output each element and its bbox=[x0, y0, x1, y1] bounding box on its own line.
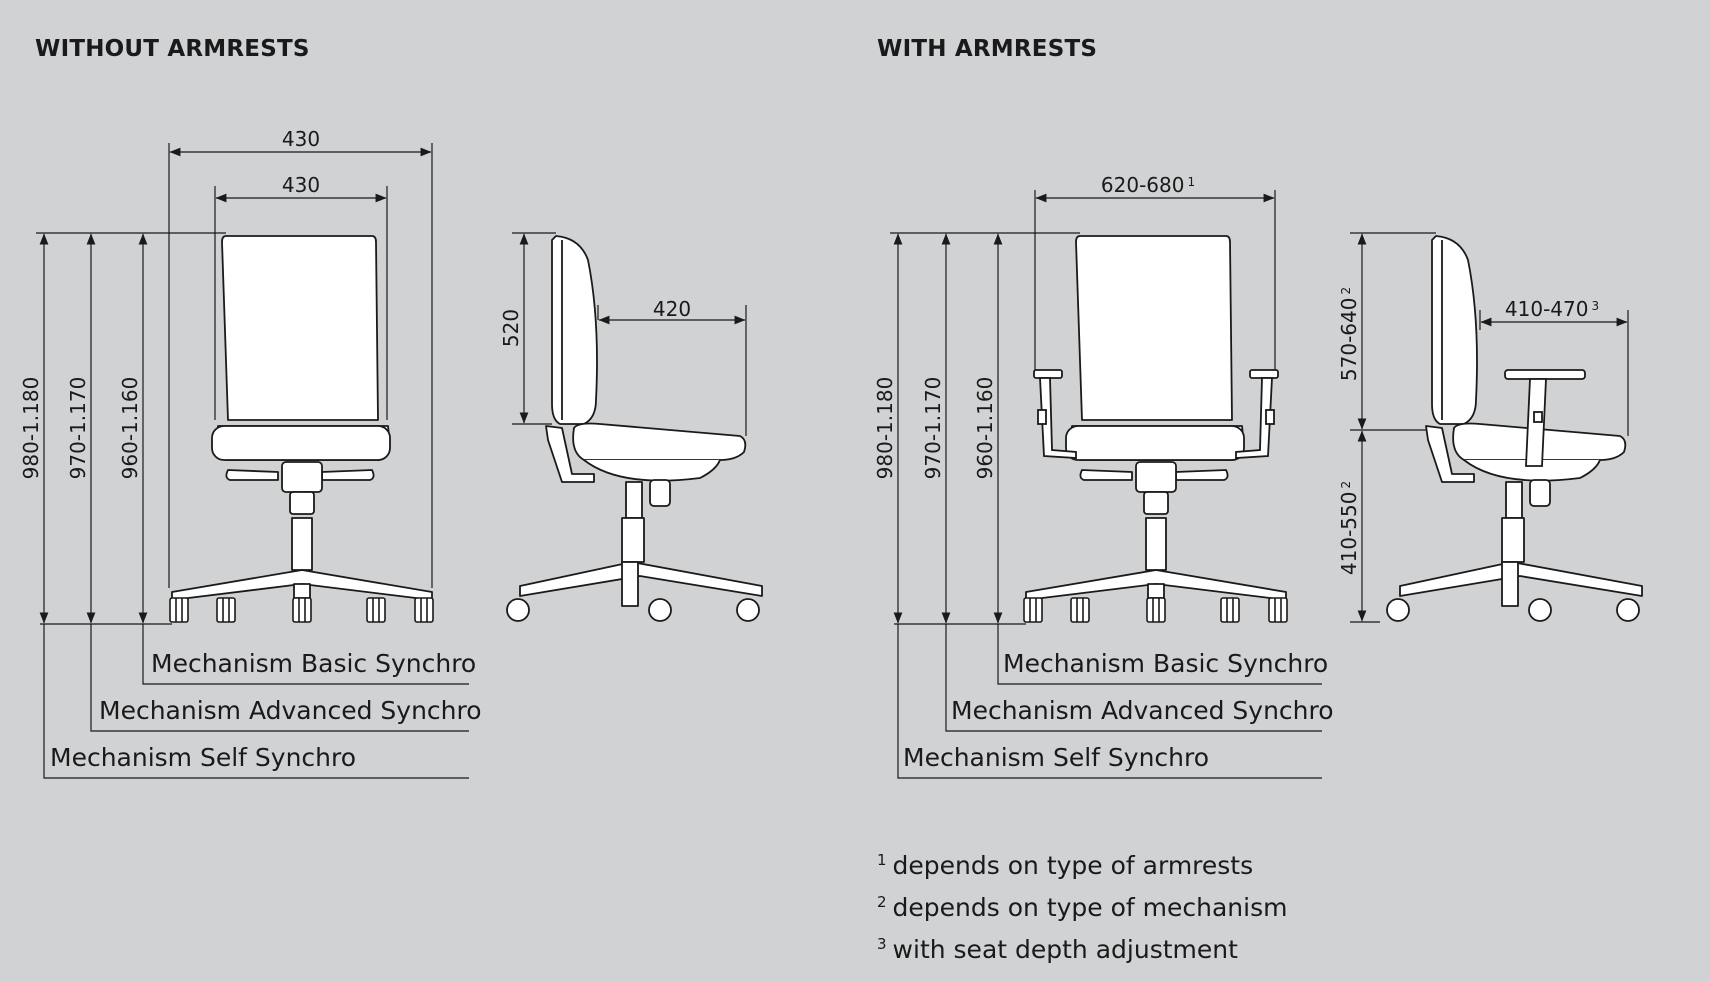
side-view-with-armrests bbox=[1386, 235, 1643, 622]
back-height-label: 520 bbox=[499, 309, 523, 347]
mechanism-self-label-arms: Mechanism Self Synchro bbox=[903, 743, 1209, 772]
front-view-without-armrests bbox=[169, 235, 434, 623]
mechanism-basic-label-arms: Mechanism Basic Synchro bbox=[1003, 649, 1328, 678]
back-height-label-arms: 570-6402 bbox=[1337, 287, 1361, 381]
height-basic-synchro-label-arms: 960-1.160 bbox=[973, 377, 997, 480]
width-inner-label: 430 bbox=[282, 173, 320, 197]
dimension-lines-left bbox=[36, 143, 747, 779]
side-view-without-armrests bbox=[506, 235, 763, 622]
seat-depth-label: 420 bbox=[653, 297, 691, 321]
armrest-side bbox=[1504, 369, 1586, 467]
heading-without-armrests: WITHOUT ARMRESTS bbox=[35, 36, 310, 62]
height-basic-synchro-label: 960-1.160 bbox=[118, 377, 142, 480]
height-self-synchro-label: 980-1.180 bbox=[19, 377, 43, 480]
width-outer-label: 430 bbox=[282, 127, 320, 151]
heading-with-armrests: WITH ARMRESTS bbox=[877, 36, 1098, 62]
height-advanced-synchro-label-arms: 970-1.170 bbox=[921, 377, 945, 480]
mechanism-advanced-label-arms: Mechanism Advanced Synchro bbox=[951, 696, 1334, 725]
height-self-synchro-label-arms: 980-1.180 bbox=[873, 377, 897, 480]
dimension-lines-right bbox=[890, 190, 1629, 779]
front-view-with-armrests bbox=[1023, 235, 1288, 623]
seat-height-label: 410-5502 bbox=[1337, 481, 1361, 575]
mechanism-advanced-label: Mechanism Advanced Synchro bbox=[99, 696, 482, 725]
mechanism-self-label: Mechanism Self Synchro bbox=[50, 743, 356, 772]
height-advanced-synchro-label: 970-1.170 bbox=[66, 377, 90, 480]
armrests-front bbox=[1033, 369, 1279, 459]
mechanism-basic-label: Mechanism Basic Synchro bbox=[151, 649, 476, 678]
